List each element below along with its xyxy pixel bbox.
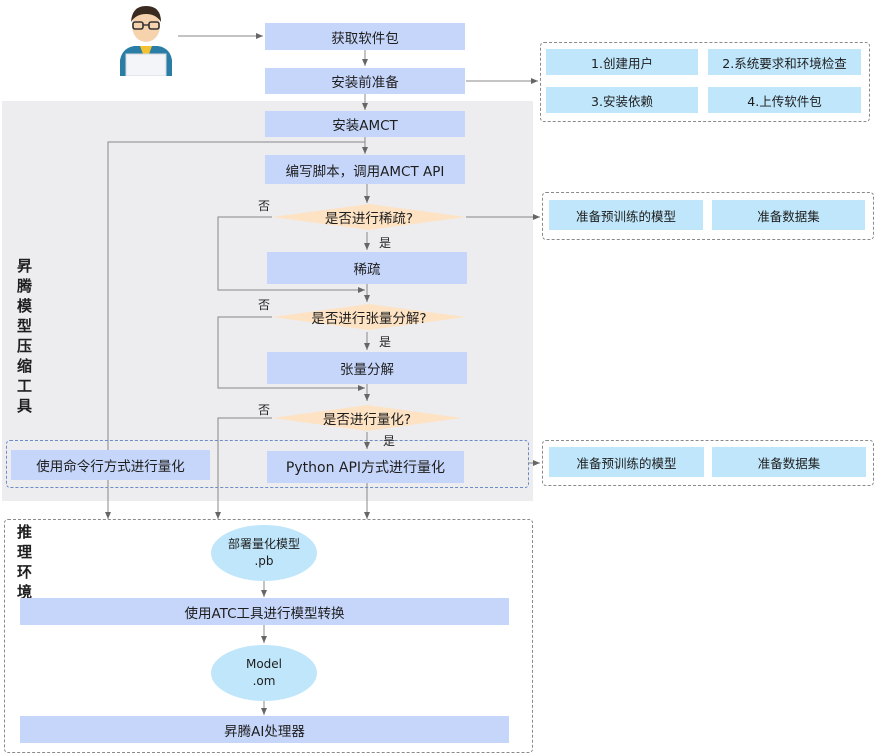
prep-model-panel-1 [542,192,874,240]
quant-yes-label: 是 [383,434,396,448]
sparse-yes-label: 是 [379,236,392,250]
tensor-decision: 是否进行张量分解? [311,311,427,327]
sparse-decision: 是否进行稀疏? [324,211,414,227]
prep-model-panel-2 [542,440,874,486]
prep-task-upload-package: 4.上传软件包 [708,87,861,113]
tensor-decision-shape [272,304,466,330]
om-model-line1: Model [245,657,283,671]
prep-task-env-check: 2.系统要求和环境检查 [708,49,861,75]
sparse-no-label: 否 [258,199,271,213]
write-script-step: 编写脚本，调用AMCT API [265,155,465,184]
inference-env-panel [4,519,533,753]
compress-tool-title: 昇腾模型压缩工具 [15,258,33,418]
pb-model-line2: .pb [254,554,274,568]
pb-model-artifact: 部署量化模型 .pb [211,525,317,581]
prep-dataset-2: 准备数据集 [712,447,866,477]
prep-tasks-panel [540,42,870,122]
atc-convert-step: 使用ATC工具进行模型转换 [20,598,509,625]
prep-pretrained-model-1: 准备预训练的模型 [549,200,703,230]
tensor-yes-label: 是 [379,335,392,349]
inference-env-title: 推理环境 [15,524,33,604]
om-model-line2: .om [252,674,276,688]
quant-method-group [6,440,529,488]
quant-no-label: 否 [258,403,271,417]
pb-model-line1: 部署量化模型 [227,537,300,551]
cli-quant-step: 使用命令行方式进行量化 [11,450,210,480]
prep-dataset-1: 准备数据集 [712,200,865,230]
tensor-decomp-step: 张量分解 [267,352,467,384]
quant-decision: 是否进行量化? [322,412,412,428]
get-package-step: 获取软件包 [265,23,465,50]
tensor-no-label: 否 [258,298,271,312]
sparse-decision-shape [272,204,466,230]
python-quant-step: Python API方式进行量化 [267,451,464,483]
ascend-processor-step: 昇腾AI处理器 [20,716,509,743]
prep-task-create-user: 1.创建用户 [546,49,698,75]
install-amct-step: 安装AMCT [265,111,465,137]
om-model-artifact: Model .om [211,645,317,701]
sparse-step: 稀疏 [267,252,467,284]
pre-install-step: 安装前准备 [265,68,465,94]
prep-pretrained-model-2: 准备预训练的模型 [549,447,704,477]
quant-decision-shape [272,405,462,431]
user-icon [120,6,172,76]
prep-task-dependencies: 3.安装依赖 [546,87,698,113]
